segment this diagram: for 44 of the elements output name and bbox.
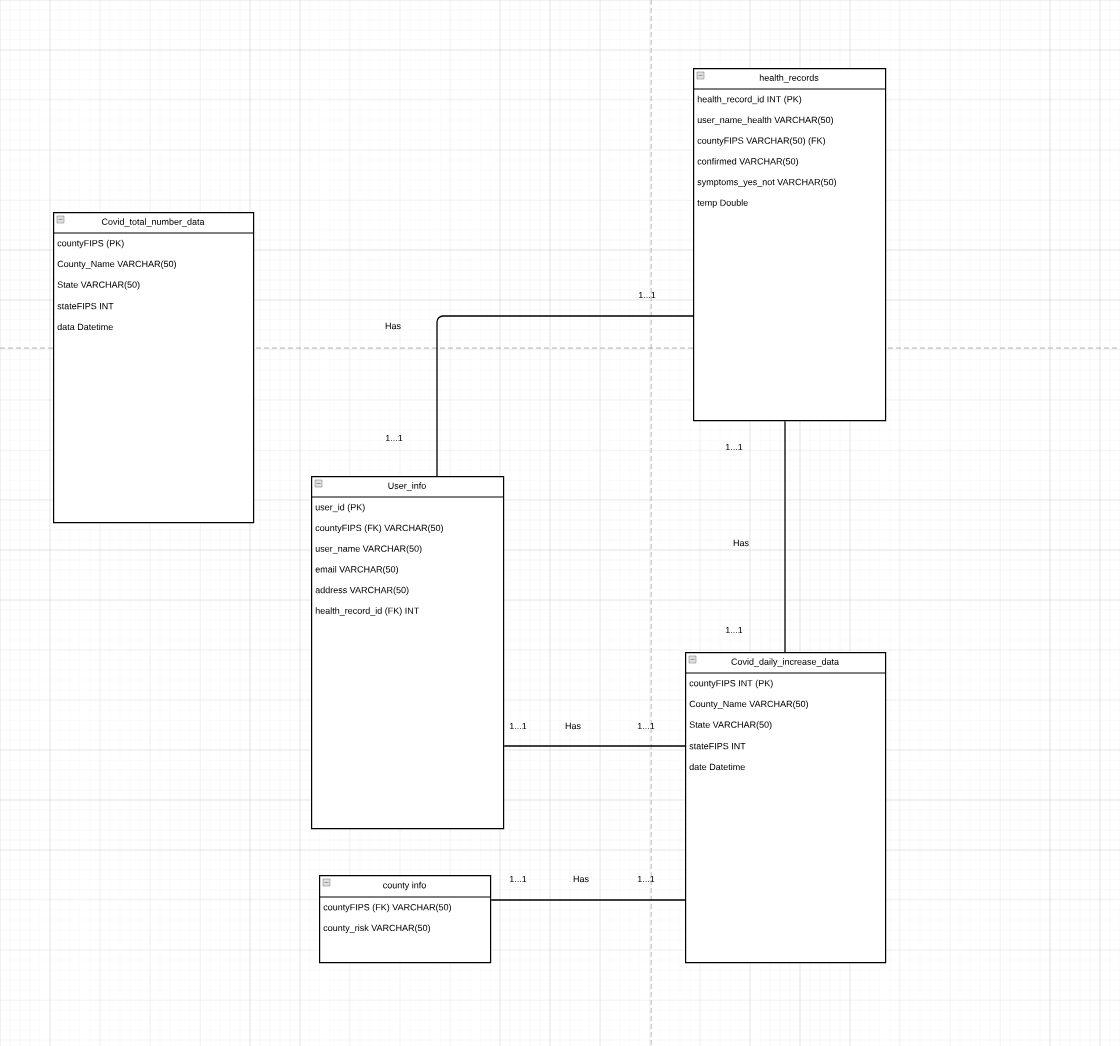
column-text: stateFIPS INT: [689, 742, 746, 750]
table-title: Covid_daily_increase_data: [731, 658, 839, 667]
table-title: health_records: [759, 74, 819, 83]
column-text: County_Name VARCHAR(50): [57, 260, 176, 269]
column-text: countyFIPS (FK) VARCHAR(50): [323, 903, 451, 913]
relationship-line: [784, 420, 786, 653]
column-text: countyFIPS (PK): [57, 239, 124, 249]
edge-label: Has: [733, 539, 749, 547]
column-text: temp Double: [697, 199, 748, 208]
column-text: countyFIPS INT (PK): [689, 679, 773, 689]
cardinality-label: 1...1: [725, 443, 743, 451]
relationship-line: [503, 745, 686, 747]
column-text: user_id (PK): [315, 503, 365, 513]
column-text: county_risk VARCHAR(50): [323, 924, 430, 933]
column-text: email VARCHAR(50): [315, 565, 398, 575]
column-text: health_record_id INT (PK): [697, 95, 802, 105]
column-text: address VARCHAR(50): [315, 586, 409, 595]
cardinality-label: 1...1: [637, 722, 655, 730]
cardinality-label: 1...1: [385, 434, 403, 442]
cardinality-label: 1...1: [638, 291, 656, 299]
edge-label: Has: [565, 722, 581, 730]
cardinality-label: 1...1: [637, 875, 655, 883]
column-text: user_name_health VARCHAR(50): [697, 116, 834, 125]
column-text: State VARCHAR(50): [689, 721, 772, 730]
table-title: User_info: [388, 482, 426, 491]
column-text: countyFIPS VARCHAR(50) (FK): [697, 137, 825, 146]
column-text: health_record_id (FK) INT: [315, 607, 419, 616]
cardinality-label: 1...1: [725, 626, 743, 634]
table-title: Covid_total_number_data: [101, 218, 205, 227]
table-title: county info: [383, 881, 426, 891]
relationship-line: [490, 899, 686, 901]
column-text: user_name VARCHAR(50): [315, 545, 422, 554]
column-text: State VARCHAR(50): [57, 281, 140, 290]
relationship-line: [436, 315, 694, 477]
edge-label: Has: [573, 875, 589, 883]
edge-label: Has: [385, 322, 401, 330]
column-text: countyFIPS (FK) VARCHAR(50): [315, 524, 443, 533]
column-text: symptoms_yes_not VARCHAR(50): [697, 178, 836, 187]
cardinality-label: 1...1: [509, 875, 527, 883]
column-text: date Datetime: [689, 763, 745, 771]
column-text: County_Name VARCHAR(50): [689, 700, 808, 709]
column-text: stateFIPS INT: [57, 302, 114, 310]
column-text: data Datetime: [57, 323, 113, 331]
column-text: confirmed VARCHAR(50): [697, 157, 798, 167]
